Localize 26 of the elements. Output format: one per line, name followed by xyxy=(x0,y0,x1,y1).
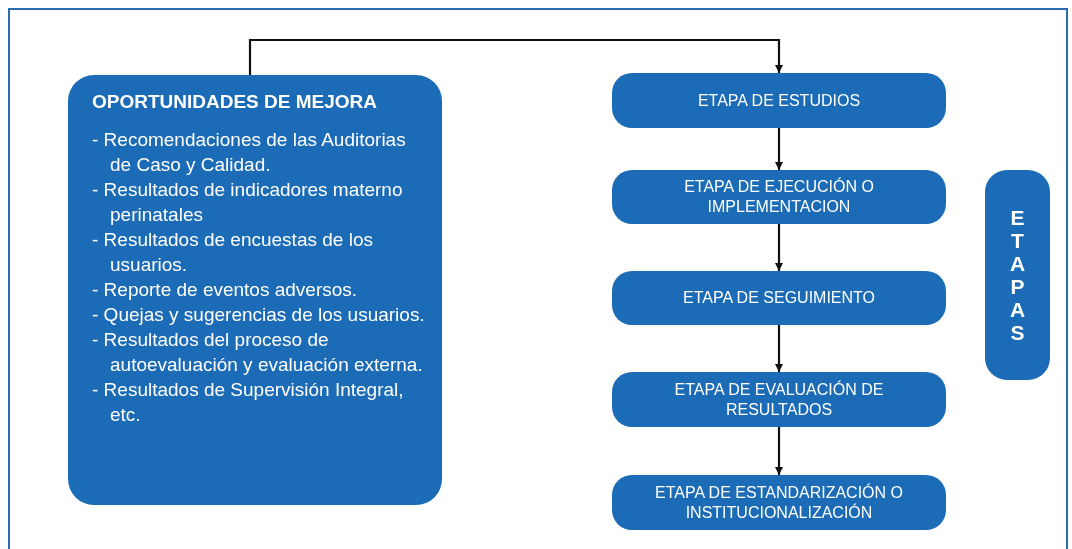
list-item: - Resultados de Supervisión Integral, etc. xyxy=(92,378,405,427)
arrow xyxy=(775,128,783,170)
arrow xyxy=(775,325,783,372)
vertical-label: ETAPAS xyxy=(1008,205,1027,345)
process-box xyxy=(612,271,946,325)
arrow xyxy=(775,224,783,271)
list-item: - Resultados de encuestas de los usuarios. xyxy=(92,228,374,277)
box-heading: OPORTUNIDADES DE MEJORA xyxy=(92,91,378,113)
content-box xyxy=(68,75,442,505)
process-box xyxy=(612,73,946,128)
process-box xyxy=(612,170,946,224)
stage-label: ETAPA DE EVALUACIÓN DE RESULTADOS xyxy=(673,379,885,420)
arrow xyxy=(775,427,783,475)
list-item: - Resultados de indicadores materno perinatales xyxy=(92,178,404,227)
list-item: - Resultados del proceso de autoevaluación y evaluación externa. xyxy=(92,328,424,377)
list-item: - Recomendaciones de las Auditorias de Caso y Calidad. xyxy=(92,128,407,177)
side-label-box xyxy=(985,170,1050,380)
list-item: - Quejas y sugerencias de los usuarios. xyxy=(92,303,426,327)
process-box xyxy=(612,475,946,530)
list-item: - Reporte de eventos adversos. xyxy=(92,278,359,302)
stage-label: ETAPA DE EJECUCIÓN O IMPLEMENTACION xyxy=(683,177,875,217)
stage-label: ETAPA DE ESTANDARIZACIÓN O INSTITUCIONALIZACIÓN xyxy=(653,482,904,523)
stage-label: ETAPA DE ESTUDIOS xyxy=(697,90,861,111)
process-box xyxy=(612,372,946,427)
stage-label: ETAPA DE SEGUIMIENTO xyxy=(682,288,875,308)
arrow xyxy=(248,38,783,75)
